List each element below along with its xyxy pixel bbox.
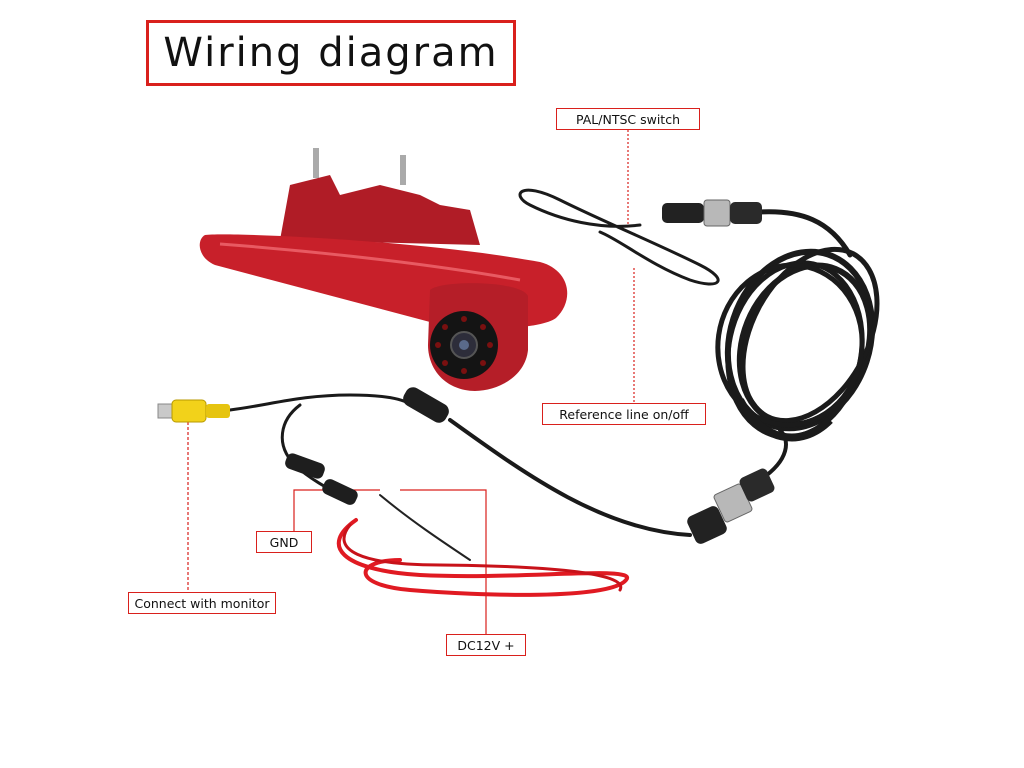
aviation-connector-top	[662, 199, 762, 227]
camera-ir-leds	[435, 316, 493, 374]
camera-bracket	[280, 175, 480, 245]
power-wire-coil	[336, 494, 630, 597]
camera-stud-left	[313, 148, 319, 178]
camera-housing-icon	[199, 148, 568, 391]
power-wire-red-2	[342, 523, 623, 592]
cable-connector-to-coil	[757, 209, 853, 258]
cable-rca-lead	[228, 393, 412, 412]
cable-coil-icon	[715, 246, 880, 442]
label-dc12v: DC12V +	[446, 634, 526, 656]
label-connect-monitor: Connect with monitor	[128, 592, 276, 614]
label-pal-ntsc-switch: PAL/NTSC switch	[556, 108, 700, 130]
diagram-title: Wiring diagram	[146, 20, 516, 86]
cable-to-plug	[448, 418, 692, 537]
label-gnd: GND	[256, 531, 312, 553]
camera-stud-right	[400, 155, 406, 185]
power-wire-black	[379, 494, 471, 561]
leader-dc	[400, 489, 487, 634]
harness-junctions	[285, 387, 449, 505]
switch-loop	[518, 188, 720, 286]
rca-connector-icon	[157, 399, 230, 423]
label-reference-line: Reference line on/off	[542, 403, 706, 425]
aviation-connector-icon	[662, 199, 775, 544]
camera-light-bar-shine	[219, 242, 521, 282]
aviation-connector-bottom	[687, 468, 775, 544]
power-wire-red	[336, 518, 630, 597]
